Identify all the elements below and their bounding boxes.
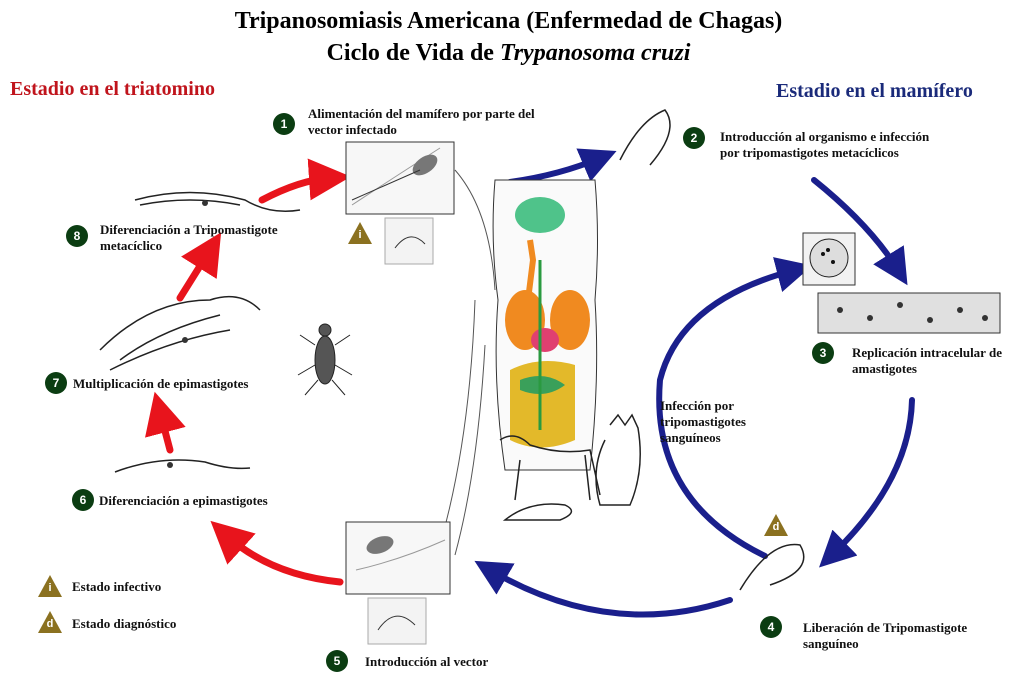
- legend-infective-icon: i: [38, 575, 62, 597]
- vector-intake-image: [346, 522, 450, 644]
- arrow-4-to-5: [490, 570, 730, 615]
- step-1-label: Alimentación del mamífero por parte del …: [308, 106, 538, 138]
- step-8-label: Diferenciación a Tripomastigote metacícl…: [100, 222, 330, 254]
- infected-cell-image: [803, 233, 1000, 333]
- step-4-label: Liberación de Tripomastigote sanguíneo: [803, 620, 988, 652]
- step-8-badge: 8: [66, 225, 88, 247]
- step-1-badge: 1: [273, 113, 295, 135]
- step-2-badge: 2: [683, 127, 705, 149]
- step-7-badge: 7: [45, 372, 67, 394]
- step-7-label: Multiplicación de epimastigotes: [73, 376, 303, 392]
- step-5-label: Introducción al vector: [365, 654, 565, 670]
- arrow-6-to-7: [160, 412, 170, 450]
- human-body-image: [493, 180, 597, 470]
- arrow-1-to-2: [510, 158, 600, 182]
- step-4-badge: 4: [760, 616, 782, 638]
- step-3-badge: 3: [812, 342, 834, 364]
- connector-lines: [440, 170, 495, 555]
- trypomastigote-2: [620, 110, 670, 165]
- step-6-label: Diferenciación a epimastigotes: [99, 493, 329, 509]
- arrow-3-to-4: [832, 400, 912, 555]
- legend-diagnostic-label: Estado diagnóstico: [72, 616, 176, 632]
- diagnostic-stage-marker: d: [764, 514, 788, 536]
- step-5-badge: 5: [326, 650, 348, 672]
- bloodstream-infection-note: Infección por tripomastigotes sanguíneos: [660, 398, 790, 446]
- rat-sketch: [505, 504, 571, 520]
- legend-infective-label: Estado infectivo: [72, 579, 161, 595]
- legend-diagnostic-icon: d: [38, 611, 62, 633]
- arrow-5-to-6: [226, 535, 340, 582]
- epimastigote-6: [115, 460, 250, 472]
- cat-sketch: [596, 415, 640, 505]
- step-3-label: Replicación intracelular de amastigotes: [852, 345, 1017, 377]
- triatomine-bug-image: [298, 324, 352, 395]
- arrow-7-to-8: [180, 250, 210, 298]
- step-2-label: Introducción al organismo e infección po…: [720, 129, 940, 161]
- step-6-badge: 6: [72, 489, 94, 511]
- vector-feeding-image: [346, 142, 454, 264]
- arrow-8-to-1: [262, 178, 330, 200]
- bloodstream-trypomastigote-4: [740, 545, 804, 590]
- infective-stage-marker: i: [348, 222, 372, 244]
